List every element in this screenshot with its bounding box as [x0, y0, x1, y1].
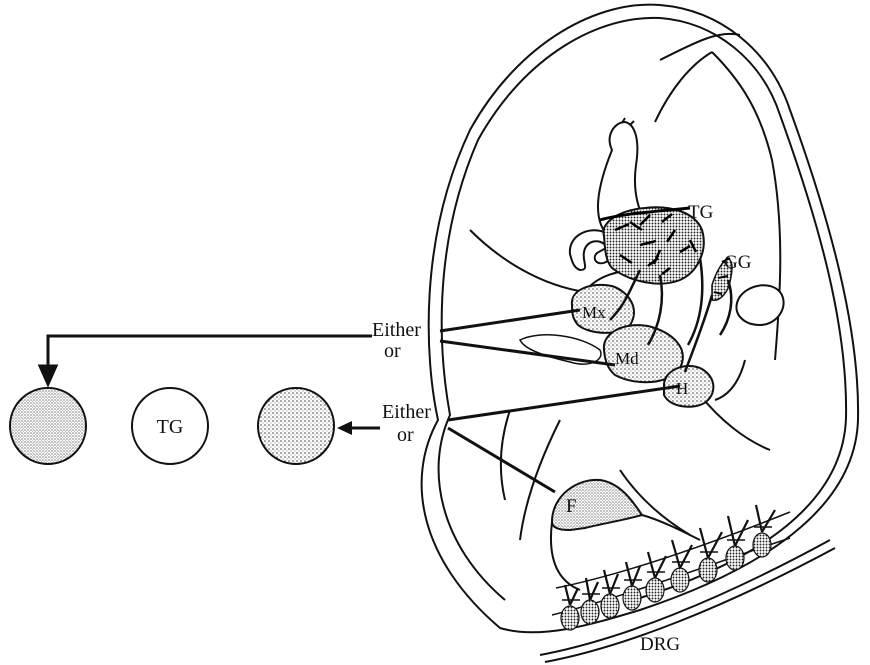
label-md: Md	[615, 349, 639, 368]
pharyngeal-arch	[520, 335, 601, 364]
label-or-bottom: or	[397, 424, 414, 446]
otic-vesicle	[737, 285, 784, 325]
label-drg: DRG	[640, 634, 680, 655]
embryo-outline	[422, 5, 858, 633]
right-target-circle	[258, 388, 334, 464]
label-gg: GG	[724, 252, 752, 273]
label-either-top: Either	[372, 319, 421, 341]
label-either-bottom: Either	[382, 401, 431, 423]
left-target-circle	[10, 388, 86, 464]
body-wall-lines	[540, 540, 835, 662]
arrow-to-right-circle	[337, 421, 380, 435]
arrow-to-left-circle	[40, 336, 372, 384]
label-tg-circle: TG	[157, 416, 184, 438]
label-h: H	[676, 379, 688, 398]
label-f: F	[566, 496, 577, 517]
label-mx: Mx	[582, 303, 606, 322]
label-tg: TG	[688, 202, 714, 223]
label-or-top: or	[384, 340, 401, 362]
